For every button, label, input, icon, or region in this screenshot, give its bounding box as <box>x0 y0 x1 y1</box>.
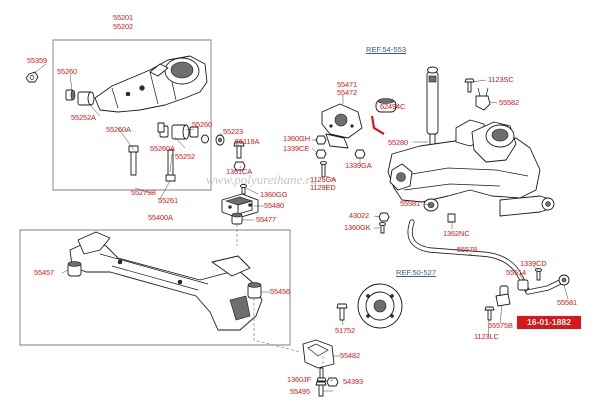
watermark: www.polyurethane.ru <box>206 172 318 187</box>
label-55202: 55202 <box>113 22 134 31</box>
frame-upper-arm-group <box>52 39 212 191</box>
bolt-1360gk <box>379 222 386 234</box>
label-1361ca: 1361CA <box>226 167 253 176</box>
washer-55223 <box>201 134 225 146</box>
nut-55359 <box>25 71 39 83</box>
label-55252a: 55252A <box>71 113 96 122</box>
label-55252: 55252 <box>175 152 196 161</box>
bushing-55477 <box>231 212 243 225</box>
label-55260-front: 55260 <box>57 67 78 76</box>
mount-bracket-55480 <box>221 193 259 219</box>
label-1339cd: 1339CD <box>520 259 547 268</box>
nut-54393 <box>326 377 339 387</box>
label-1339ce: 1339CE <box>283 144 310 153</box>
upper-arm-bushing-front <box>65 89 95 106</box>
label-55400a: 55400A <box>148 213 173 222</box>
frame-crossmember-group <box>19 229 291 346</box>
stabilizer-bar-55578 <box>407 219 563 295</box>
bushing-55457 <box>67 261 82 277</box>
lower-crossmember <box>69 231 263 331</box>
bolt-51752 <box>336 303 348 321</box>
label-1123sc: 1123SC <box>488 75 514 84</box>
label-55471: 55471 <box>337 80 358 89</box>
upper-arm-bolt <box>128 122 176 182</box>
label-55119a: 55119A <box>235 137 260 146</box>
label-55260a-front: 55260A <box>106 125 131 134</box>
bracket-55482 <box>302 339 335 369</box>
label-55280: 55280 <box>388 138 409 147</box>
label-55514: 55514 <box>506 268 527 277</box>
label-55477: 55477 <box>256 215 277 224</box>
bracket-55582 <box>475 87 491 111</box>
label-55495: 55495 <box>290 387 311 396</box>
bolt-1360gg <box>240 184 247 195</box>
label-55472: 55472 <box>337 88 358 97</box>
upper-control-arm <box>94 55 208 113</box>
bolt-1360jf <box>316 367 327 382</box>
trailing-link-55581 <box>499 195 555 217</box>
bumper-62494c <box>375 98 397 113</box>
label-55359: 55359 <box>27 56 48 65</box>
label-1360gk: 1360GK <box>344 223 371 232</box>
label-1362nc: 1362NC <box>443 229 470 238</box>
bushing-55456 <box>247 282 262 299</box>
label-1125ga: 1125GA <box>310 175 336 184</box>
label-55260-rear: 55260 <box>192 120 213 129</box>
bolt-1123lc <box>484 306 495 321</box>
label-55482: 55482 <box>340 351 361 360</box>
label-1123lc: 1123LC <box>474 332 499 341</box>
bolt-55119a <box>233 141 245 159</box>
nut-1339ga <box>354 149 366 159</box>
label-54393: 54393 <box>343 377 364 386</box>
label-1360gh: 1360GH <box>283 134 310 143</box>
label-55201: 55201 <box>113 13 134 22</box>
clip-1362nc <box>447 213 456 223</box>
label-43022: 43022 <box>349 211 370 220</box>
label-55581-upper: 55581 <box>400 199 421 208</box>
label-55456: 55456 <box>270 287 291 296</box>
bolt-1123sc <box>464 78 475 93</box>
hub-51752 <box>357 283 403 329</box>
label-55480: 55480 <box>264 201 285 210</box>
shock-top-mount <box>321 103 363 149</box>
reference-50-527[interactable]: REF.50-527 <box>396 268 437 277</box>
label-55578: 55578 <box>457 245 478 254</box>
knuckle-hub-right <box>471 121 517 163</box>
bolt-55495 <box>315 381 327 397</box>
label-51752: 51752 <box>335 326 356 335</box>
label-55457: 55457 <box>34 268 55 277</box>
diagram-code-badge: 16-01-1882 <box>517 316 581 329</box>
label-55575b: 55575B <box>488 321 513 330</box>
reference-arrow <box>370 115 385 135</box>
label-1360jf: 1360JF <box>287 375 312 384</box>
label-1339ga: 1339GA <box>345 161 372 170</box>
nut-1339ce <box>315 135 327 159</box>
bolt-1125ga <box>320 161 327 178</box>
bracket-55575b <box>495 293 511 307</box>
bolt-1339cd <box>535 268 542 281</box>
label-55581-lower: 55581 <box>557 298 578 307</box>
label-55275b: 55275B <box>131 188 156 197</box>
label-55261: 55261 <box>158 196 179 205</box>
label-1129ed: 1129ED <box>310 183 336 192</box>
label-55260a-rear: 55260A <box>150 144 175 153</box>
leader-lines <box>32 63 569 392</box>
label-55223: 55223 <box>223 127 244 136</box>
rear-beam-assembly <box>387 119 541 203</box>
assembly-centerlines-left <box>236 224 324 370</box>
label-55582: 55582 <box>499 98 520 107</box>
label-62494c: 62494C <box>380 102 406 111</box>
label-1360gg: 1360GG <box>260 190 288 199</box>
nut-1361ca <box>233 161 246 171</box>
reference-54-553[interactable]: REF.54-553 <box>366 45 407 54</box>
link-55581-lower <box>558 274 570 286</box>
nut-43022 <box>378 212 390 222</box>
